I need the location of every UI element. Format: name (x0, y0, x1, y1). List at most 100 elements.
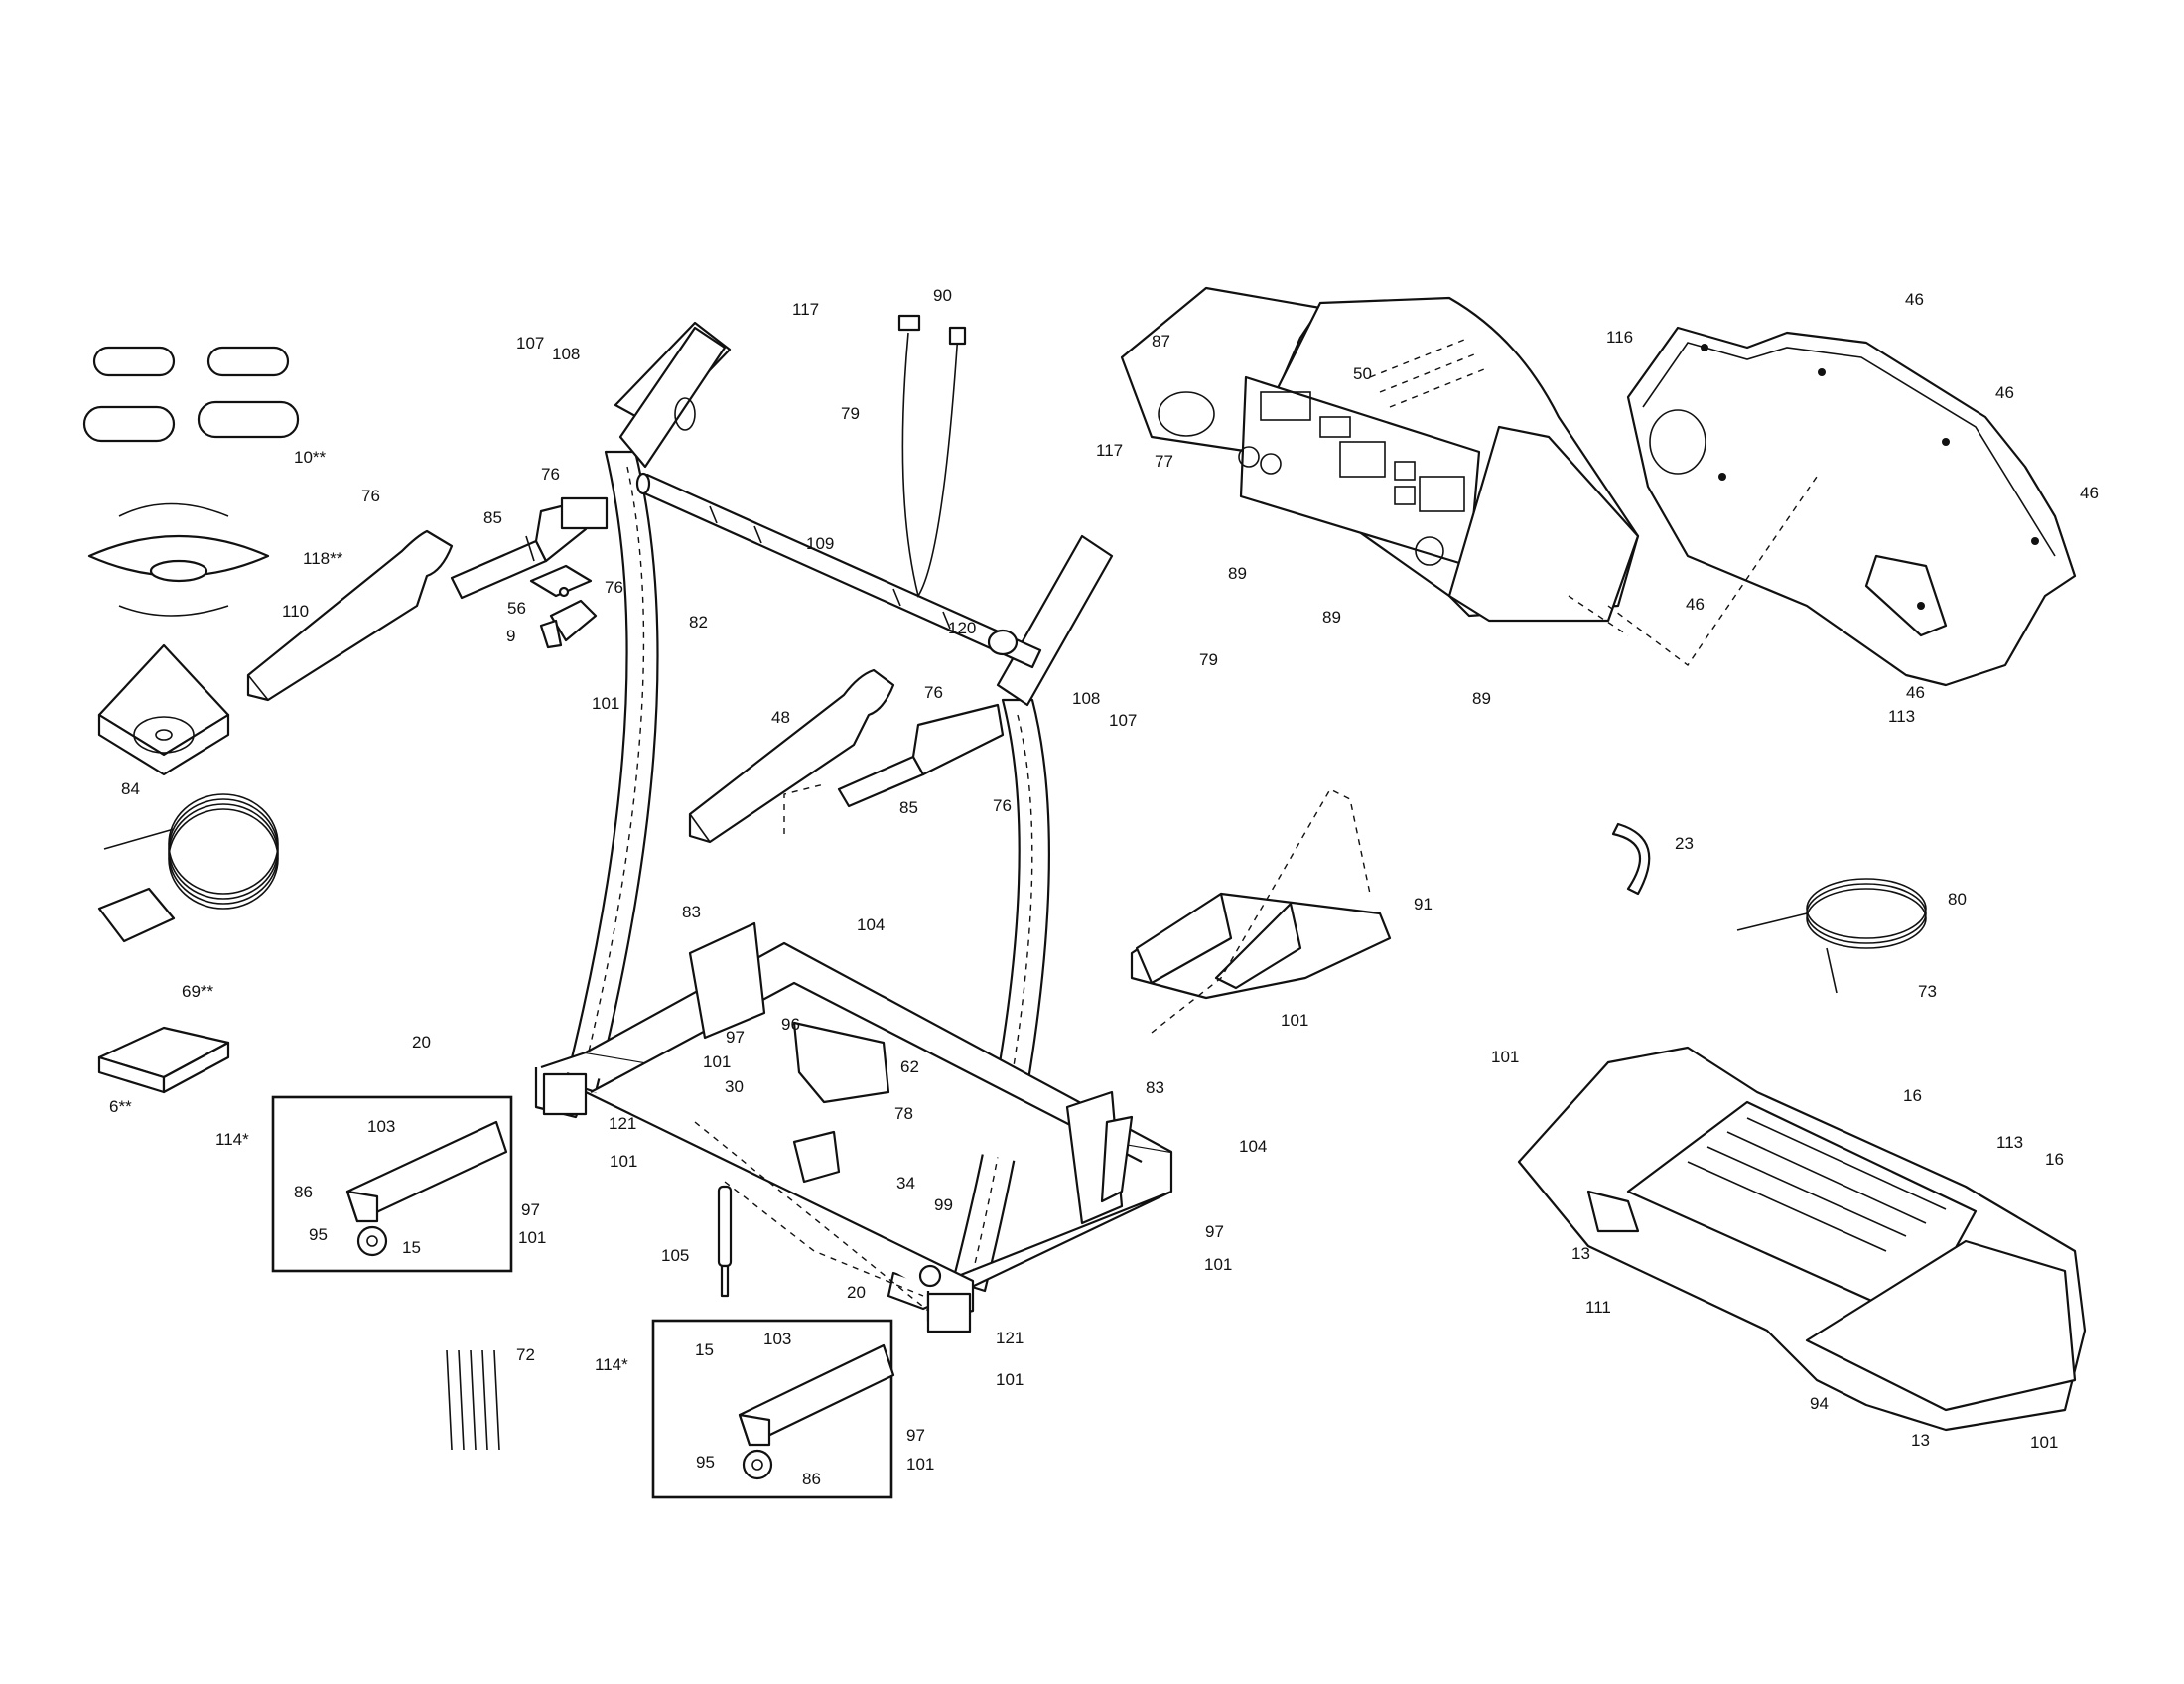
part-label-15: 117 (1096, 441, 1123, 460)
part-number-labels: 117 90 87 50 46 116 46 46 107 108 79 10** 76 76 85 117 7… (109, 286, 2099, 1488)
part-label-6: 46 (1995, 383, 2014, 402)
tube-85-left (450, 496, 609, 600)
part-label-38: 76 (993, 796, 1012, 815)
part-label-9: 108 (552, 345, 580, 363)
part-label-28: 79 (1199, 650, 1218, 669)
part-label-22: 89 (1322, 608, 1341, 627)
part-label-78: 111 (1585, 1298, 1611, 1317)
part-label-32: 108 (1072, 689, 1100, 708)
part-label-3: 50 (1353, 364, 1372, 383)
part-label-50: 20 (412, 1033, 431, 1052)
part-label-34: 113 (1888, 707, 1915, 726)
part-label-82: 72 (516, 1345, 535, 1364)
handrail-48 (688, 668, 895, 844)
dumbbells-10 (82, 346, 300, 443)
part-label-60: 103 (367, 1117, 395, 1136)
part-label-48: 96 (781, 1015, 800, 1034)
part-label-77: 20 (847, 1283, 866, 1302)
part-label-18: 109 (806, 534, 834, 553)
part-label-88: 13 (1911, 1431, 1930, 1450)
part-label-72: 15 (402, 1238, 421, 1257)
part-label-8: 107 (516, 334, 544, 352)
part-label-12: 76 (541, 465, 560, 484)
part-label-59: 121 (609, 1114, 636, 1133)
part-label-56: 83 (1146, 1078, 1164, 1097)
part-label-52: 101 (1491, 1048, 1519, 1066)
cd-case-84 (97, 643, 230, 776)
part-label-85: 101 (996, 1370, 1024, 1389)
part-label-91: 101 (906, 1455, 934, 1474)
part-label-2: 87 (1152, 332, 1170, 351)
part-label-71: 101 (518, 1228, 546, 1247)
motor-hood-94 (1517, 1046, 2087, 1432)
part-label-55: 30 (725, 1077, 744, 1096)
part-label-54: 6** (109, 1097, 132, 1116)
handrail-110 (246, 529, 454, 702)
part-label-17: 118** (303, 549, 343, 568)
part-label-30: 101 (592, 694, 619, 713)
part-label-62: 113 (1996, 1133, 2023, 1152)
part-label-63: 104 (1239, 1137, 1267, 1156)
part-label-40: 23 (1675, 834, 1694, 853)
part-label-65: 16 (2045, 1150, 2064, 1169)
part-label-37: 84 (121, 779, 140, 798)
part-label-90: 86 (802, 1470, 821, 1488)
video-cassette-6 (97, 1026, 230, 1094)
part-label-80: 121 (996, 1329, 1024, 1347)
part-label-46: 69** (182, 982, 214, 1001)
part-label-1: 90 (933, 286, 952, 305)
part-label-10: 79 (841, 404, 860, 423)
part-label-70: 95 (309, 1225, 328, 1244)
cable-ties-72 (446, 1349, 500, 1451)
part-label-13: 76 (361, 487, 380, 505)
part-label-16: 77 (1155, 452, 1173, 471)
part-label-11: 10** (294, 448, 327, 467)
part-label-44: 104 (857, 915, 885, 934)
tube-85-right (783, 703, 1005, 834)
part-label-45: 73 (1918, 982, 1937, 1001)
power-cord-80 (1736, 878, 1927, 994)
motor-tray-91 (1130, 788, 1392, 1034)
part-label-42: 80 (1948, 890, 1967, 909)
part-label-68: 97 (521, 1200, 540, 1219)
part-label-47: 101 (1281, 1011, 1308, 1030)
chest-strap-118 (87, 502, 270, 617)
part-label-4: 46 (1905, 290, 1924, 309)
part-label-29: 46 (1906, 683, 1925, 702)
part-label-81: 15 (695, 1340, 714, 1359)
wheel-assembly-box-upper (271, 1095, 513, 1273)
part-label-67: 34 (896, 1174, 915, 1193)
console-87 (1120, 286, 1640, 623)
part-label-74: 13 (1571, 1244, 1590, 1263)
part-label-19: 76 (605, 578, 623, 597)
part-label-58: 16 (1903, 1086, 1922, 1105)
part-label-75: 105 (661, 1246, 689, 1265)
wire-harness-23 (1611, 822, 1651, 896)
part-label-20: 89 (1228, 564, 1247, 583)
part-label-27: 9 (506, 627, 515, 645)
part-label-69: 99 (934, 1195, 953, 1214)
part-label-7: 46 (2080, 484, 2099, 502)
part-label-79: 103 (763, 1330, 791, 1348)
part-label-83: 114* (595, 1355, 628, 1374)
part-label-21: 46 (1686, 595, 1705, 614)
part-label-61: 114* (215, 1130, 249, 1149)
part-label-53: 62 (900, 1057, 919, 1076)
part-label-36: 107 (1109, 711, 1137, 730)
console-cover-116 (1607, 326, 2077, 687)
part-label-51: 101 (703, 1052, 731, 1071)
upright-left (564, 321, 732, 1094)
part-label-0: 117 (792, 300, 819, 319)
part-label-39: 85 (899, 798, 918, 817)
bracket-56-9 (529, 564, 598, 649)
part-label-25: 82 (689, 613, 708, 632)
part-label-35: 48 (771, 708, 790, 727)
part-label-5: 116 (1606, 328, 1633, 347)
part-label-14: 85 (483, 508, 502, 527)
part-label-33: 89 (1472, 689, 1491, 708)
part-label-73: 97 (1205, 1222, 1224, 1241)
part-label-86: 97 (906, 1426, 925, 1445)
base-frame (534, 921, 1173, 1333)
part-label-41: 91 (1414, 895, 1433, 913)
